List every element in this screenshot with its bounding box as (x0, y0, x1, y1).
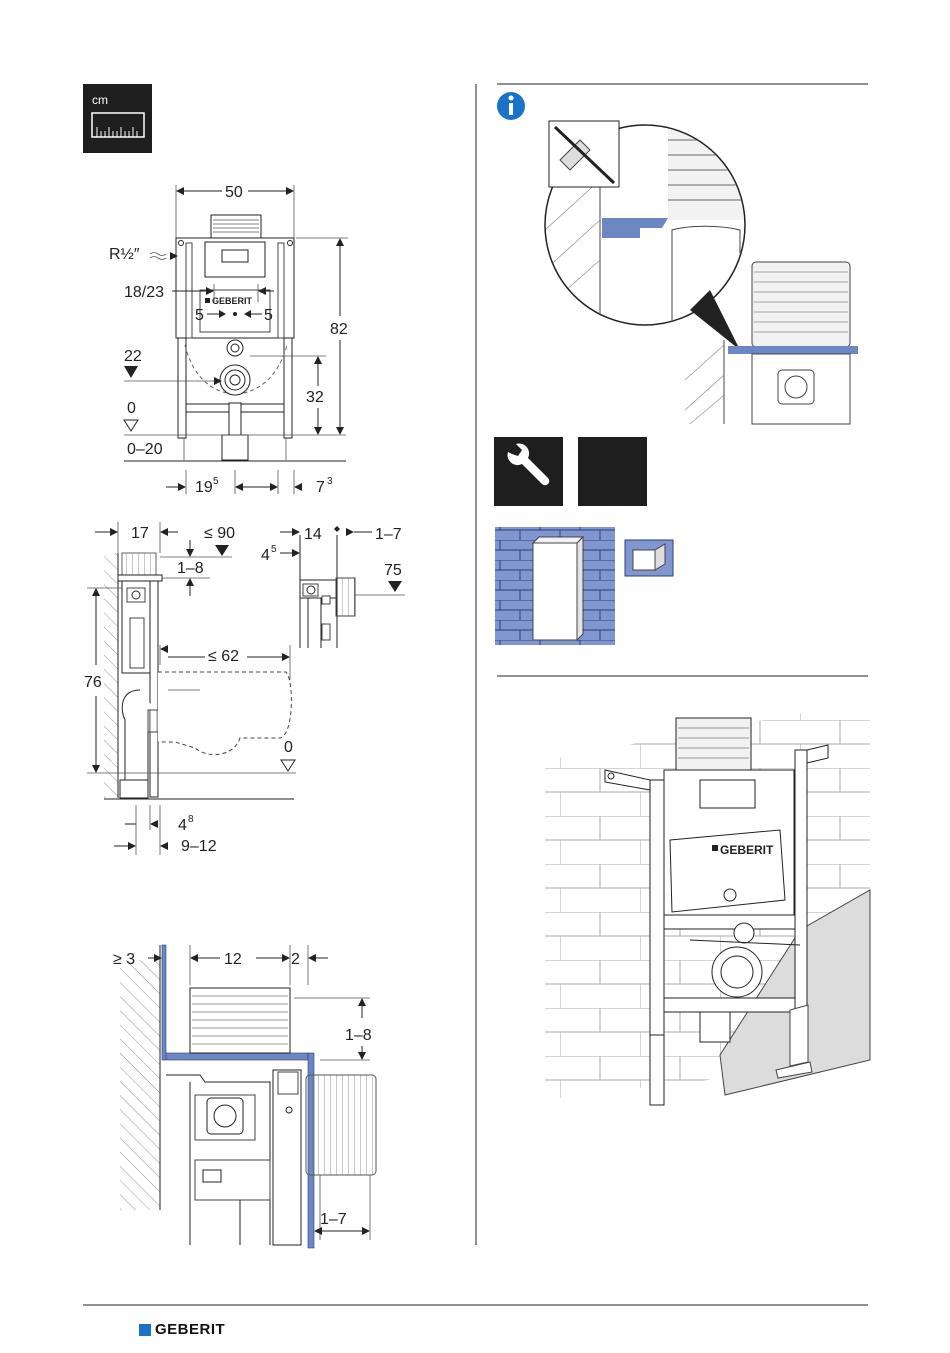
front-logo: GEBERIT (212, 296, 253, 306)
side-depth: 17 (131, 525, 149, 542)
front-floor-zero: 0 (127, 400, 136, 417)
info-icon (497, 92, 525, 120)
front-width: 50 (225, 184, 243, 201)
footer-brand-text: GEBERIT (155, 1321, 225, 1338)
front-view-drawing: 50 GEBERIT R½″ (109, 184, 348, 496)
detail-view-drawing: 14 4 5 1–7 75 (261, 526, 405, 648)
front-left-offset: 5 (195, 307, 204, 324)
side-bowl-62: ≤ 62 (208, 648, 239, 665)
side-range-9-12: 9–12 (181, 838, 217, 855)
front-foot-right-sup: 3 (327, 476, 333, 487)
detail-h75: 75 (384, 562, 402, 579)
cover-detail-illustration (545, 121, 858, 424)
section-w12: 12 (224, 951, 242, 968)
front-outlet-height: 32 (306, 389, 324, 406)
wrench-icon (494, 437, 563, 506)
brick-wall-illustration (495, 527, 673, 645)
section-range-1-7: 1–7 (320, 1211, 347, 1228)
front-foot-left-sup: 5 (213, 476, 219, 487)
side-floor-zero: 0 (284, 739, 293, 756)
front-right-offset: 5 (264, 307, 273, 324)
front-thread: R½″ (109, 246, 140, 263)
front-spacing: 18/23 (124, 284, 164, 301)
footer-logo: GEBERIT (139, 1321, 225, 1338)
section-min-3: ≥ 3 (113, 951, 135, 968)
units-icon: cm (83, 84, 152, 153)
units-label: cm (92, 93, 108, 107)
detail-d14: 14 (304, 526, 322, 543)
side-offset-4-sup: 8 (188, 814, 194, 825)
detail-range-1-7: 1–7 (375, 526, 402, 543)
side-view-drawing: 17 ≤ 90 1–8 76 (84, 522, 296, 855)
detail-d4: 4 (261, 547, 270, 564)
front-inlet-height: 22 (124, 348, 142, 365)
section-range-1-8: 1–8 (345, 1027, 372, 1044)
section-w2: 2 (291, 951, 300, 968)
side-range-1-8: 1–8 (177, 560, 204, 577)
section-view-drawing: ≥ 3 12 2 1–8 (113, 945, 376, 1248)
installed-frame-illustration: GEBERIT (545, 706, 870, 1106)
side-height-76: 76 (84, 674, 102, 691)
tool-placeholder-icon (578, 437, 647, 506)
logo-square-icon (139, 1324, 151, 1336)
side-offset-4: 4 (178, 817, 187, 834)
install-logo: GEBERIT (720, 843, 774, 857)
front-foot-left: 19 (195, 479, 213, 496)
front-foot-right: 7 (316, 479, 325, 496)
side-max-90: ≤ 90 (204, 525, 235, 542)
front-height: 82 (330, 321, 348, 338)
front-adjust-range: 0–20 (127, 441, 163, 458)
detail-d4-sup: 5 (271, 544, 277, 555)
